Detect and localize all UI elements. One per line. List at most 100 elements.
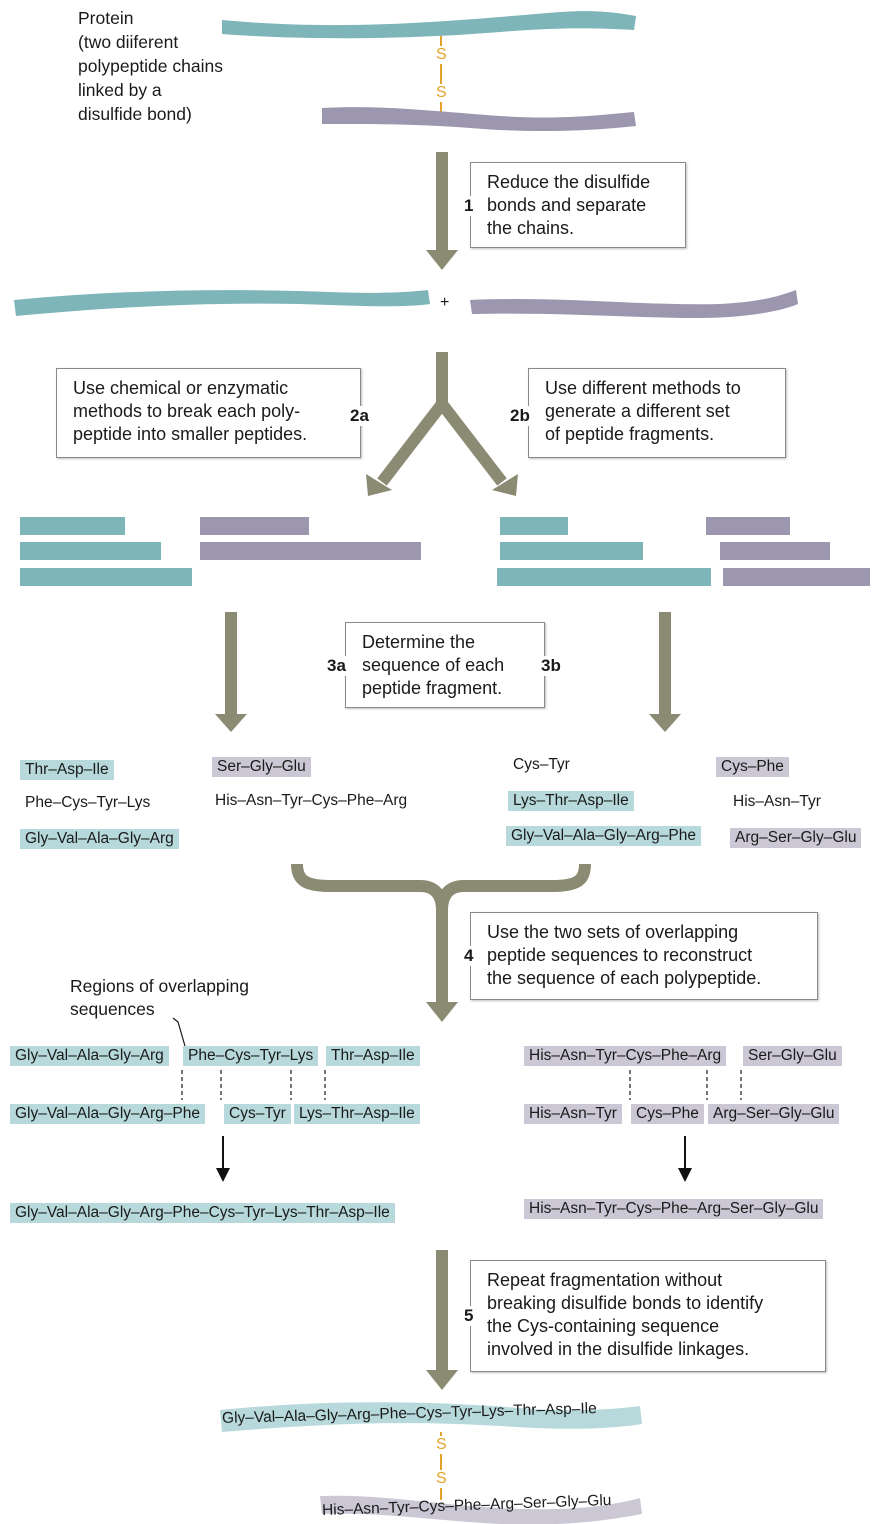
step1-number: 1: [462, 196, 476, 216]
frag-bar-b-teal-2: [500, 542, 643, 560]
step2a-line-2: methods to break each poly-: [73, 401, 301, 421]
arrow-step2-left-head: [366, 474, 392, 496]
overlap-teal-row2-seg3: Lys–Thr–Asp–Ile: [294, 1104, 420, 1124]
protein-label: Protein (two diiferent polypeptide chain…: [78, 6, 278, 126]
result-arrow-purple-head: [678, 1168, 692, 1182]
seq-a-teal-1: Thr–Asp–Ile: [20, 760, 114, 780]
step5-line-2: breaking disulfide bonds to identify: [487, 1293, 764, 1313]
step3-line-1: Determine the: [362, 632, 476, 652]
frag-bar-a-teal-3: [20, 568, 192, 586]
frag-bar-a-purple-1: [200, 517, 309, 535]
arrow-step1-head: [426, 250, 458, 270]
step3a-number: 3a: [325, 656, 348, 676]
protein-label-line-3: polypeptide chains: [78, 56, 223, 76]
frag-bar-b-purple-2: [720, 542, 830, 560]
seq-b-purple-1: Cys–Phe: [716, 757, 789, 777]
overlap-purple-row2-seg2: Cys–Phe: [631, 1104, 704, 1124]
overlap-caption-line-2: sequences: [70, 999, 155, 1019]
step4-line-2: peptide sequences to reconstruct: [487, 945, 753, 965]
plus-sign: +: [440, 294, 450, 311]
step4-number: 4: [462, 946, 476, 966]
overlap-purple-row1-seg1: His–Asn–Tyr–Cys–Phe–Arg: [524, 1046, 727, 1066]
result-arrow-teal-head: [216, 1168, 230, 1182]
seq-b-purple-2: His–Asn–Tyr: [733, 793, 821, 810]
seq-b-teal-2: Lys–Thr–Asp–Ile: [508, 791, 634, 811]
sulfur-label-final-2: S: [436, 1470, 447, 1488]
step2b-box: Use different methods to generate a diff…: [528, 368, 786, 458]
arrow-step4-bracket: [291, 863, 591, 911]
step2b-line-1: Use different methods to: [545, 378, 741, 398]
chain-a-strand: [222, 11, 636, 39]
frag-bar-a-purple-2: [200, 542, 421, 560]
overlap-purple-result: His–Asn–Tyr–Cys–Phe–Arg–Ser–Gly–Glu: [524, 1199, 824, 1219]
separated-chain-b: [470, 290, 798, 318]
arrow-step3b-head: [649, 714, 681, 732]
final-chain-b-strand: [320, 1495, 642, 1524]
sulfur-label-top-1: S: [436, 46, 447, 64]
separated-chain-a: [14, 290, 430, 316]
step2a-line-3: peptide into smaller peptides.: [73, 424, 308, 444]
protein-label-line-4: linked by a: [78, 80, 162, 100]
protein-label-line-2: (two diiferent: [78, 32, 179, 52]
final-chain-a-strand: [220, 1402, 642, 1432]
seq-b-purple-3: Arg–Ser–Gly–Glu: [730, 828, 862, 848]
protein-label-line-5: disulfide bond): [78, 104, 192, 124]
seq-a-teal-2: Phe–Cys–Tyr–Lys: [25, 794, 151, 811]
step4-line-1: Use the two sets of overlapping: [487, 922, 739, 942]
overlap-teal-result: Gly–Val–Ala–Gly–Arg–Phe–Cys–Tyr–Lys–Thr–…: [10, 1203, 395, 1223]
overlap-caption: Regions of overlapping sequences: [70, 975, 249, 1021]
overlap-caption-line-1: Regions of overlapping: [70, 976, 250, 996]
step2b-number: 2b: [508, 406, 532, 426]
arrow-step2-right-branch: [437, 400, 507, 486]
overlap-purple-row2-seg3: Arg–Ser–Gly–Glu: [708, 1104, 840, 1124]
arrow-step2-left-branch: [377, 400, 447, 486]
step1-line-2: bonds and separate: [487, 195, 647, 215]
step4-box: Use the two sets of overlapping peptide …: [470, 912, 818, 1000]
arrow-step4-head: [426, 1002, 458, 1022]
step5-line-3: the Cys-containing sequence: [487, 1316, 720, 1336]
frag-bar-b-purple-3: [723, 568, 870, 586]
step5-number: 5: [462, 1306, 476, 1326]
arrow-step5-shaft: [436, 1250, 448, 1374]
overlap-teal-row1-seg2: Phe–Cys–Tyr–Lys: [183, 1046, 319, 1066]
step2a-number: 2a: [348, 406, 371, 426]
arrow-step3a-head: [215, 714, 247, 732]
step2a-line-1: Use chemical or enzymatic: [73, 378, 289, 398]
arrow-step1-shaft: [436, 152, 448, 252]
overlap-purple-row2-seg1: His–Asn–Tyr: [524, 1104, 622, 1124]
seq-b-teal-1: Cys–Tyr: [513, 756, 570, 773]
step1-box: Reduce the disulfide bonds and separate …: [470, 162, 686, 248]
frag-bar-b-purple-1: [706, 517, 790, 535]
chain-b-strand: [322, 107, 636, 132]
frag-bar-a-teal-1: [20, 517, 125, 535]
arrow-step5-head: [426, 1370, 458, 1390]
overlap-purple-row1-seg2: Ser–Gly–Glu: [743, 1046, 842, 1066]
frag-bar-a-teal-2: [20, 542, 161, 560]
step1-line-1: Reduce the disulfide: [487, 172, 651, 192]
step3-line-2: sequence of each: [362, 655, 505, 675]
frag-bar-b-teal-3: [497, 568, 711, 586]
frag-bar-b-teal-1: [500, 517, 568, 535]
seq-b-teal-3: Gly–Val–Ala–Gly–Arg–Phe: [506, 826, 701, 846]
arrow-step4-shaft: [436, 906, 448, 1006]
seq-a-teal-3: Gly–Val–Ala–Gly–Arg: [20, 829, 179, 849]
step3b-number: 3b: [539, 656, 563, 676]
step2b-line-2: generate a different set: [545, 401, 730, 421]
sulfur-label-top-2: S: [436, 84, 447, 102]
seq-a-purple-1: Ser–Gly–Glu: [212, 757, 311, 777]
arrow-step3b-shaft: [659, 612, 671, 716]
arrow-step3a-shaft: [225, 612, 237, 716]
step5-line-4: involved in the disulfide linkages.: [487, 1339, 750, 1359]
overlap-teal-row2-seg1: Gly–Val–Ala–Gly–Arg–Phe: [10, 1104, 205, 1124]
overlap-teal-row1-seg3: Thr–Asp–Ile: [326, 1046, 420, 1066]
overlap-teal-row2-seg2: Cys–Tyr: [224, 1104, 291, 1124]
step2a-box: Use chemical or enzymatic methods to bre…: [56, 368, 361, 458]
step2b-line-3: of peptide fragments.: [545, 424, 715, 444]
step1-line-3: the chains.: [487, 218, 575, 238]
step4-line-3: the sequence of each polypeptide.: [487, 968, 762, 988]
overlap-pointer-line: [172, 1017, 186, 1047]
step3-box: Determine the sequence of each peptide f…: [345, 622, 545, 708]
step5-line-1: Repeat fragmentation without: [487, 1270, 723, 1290]
step3-line-3: peptide fragment.: [362, 678, 503, 698]
